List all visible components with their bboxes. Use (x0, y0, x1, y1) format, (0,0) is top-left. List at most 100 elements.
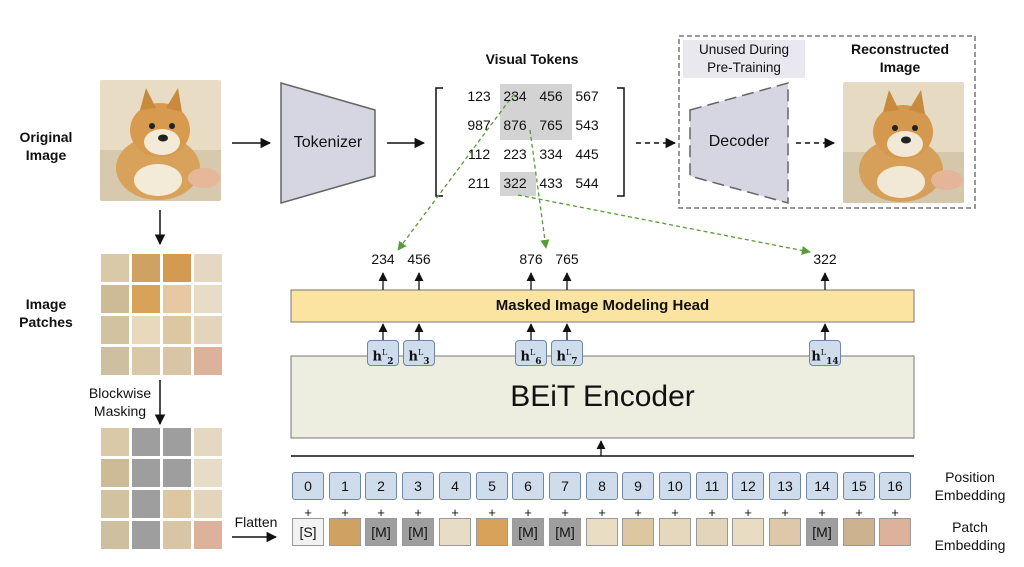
plus-sign: + (855, 505, 863, 520)
original-image (100, 80, 221, 201)
plus-sign: + (524, 505, 532, 520)
patch-embedding (439, 518, 471, 546)
decoder-shape (689, 82, 789, 204)
hidden-state-layer: L (417, 348, 424, 357)
special-token-embedding: [S] (292, 518, 324, 546)
decoder-label: Decoder (708, 133, 770, 150)
plus-sign: + (781, 505, 789, 520)
hidden-state-layer: L (820, 348, 827, 357)
token-highlight-bottom (500, 172, 536, 196)
image-patch (132, 285, 160, 313)
image-patch (194, 459, 222, 487)
image-patch (163, 521, 191, 549)
hidden-state-symbol: h (372, 349, 382, 365)
hidden-state-box: hL7 (551, 340, 583, 367)
image-patch (132, 254, 160, 282)
image-patch (194, 347, 222, 375)
label-image-patches: Image Patches (19, 296, 73, 330)
image-patch (101, 316, 129, 344)
image-patch (101, 428, 129, 456)
plus-sign: + (341, 505, 349, 520)
masked-patch (132, 459, 160, 487)
hidden-state-symbol: h (811, 349, 821, 365)
hidden-state-index: 14 (826, 356, 839, 367)
token-bracket-left (435, 87, 443, 197)
masked-patches-grid (101, 428, 222, 549)
image-patch (101, 347, 129, 375)
image-patch (194, 285, 222, 313)
hidden-state-layer: L (565, 348, 572, 357)
plus-sign: + (561, 505, 569, 520)
position-embedding: 7 (549, 472, 581, 500)
mask-token-embedding: [M] (512, 518, 544, 546)
visual-token: 112 (467, 146, 491, 162)
position-embedding: 5 (476, 472, 508, 500)
patch-embedding (769, 518, 801, 546)
patch-embedding (622, 518, 654, 546)
unused-label-bg (683, 40, 805, 78)
visual-token: 223 (503, 146, 527, 162)
mask-token-embedding: [M] (549, 518, 581, 546)
image-patch (194, 428, 222, 456)
visual-token: 876 (503, 117, 527, 133)
mask-token-embedding: [M] (806, 518, 838, 546)
image-patch (194, 490, 222, 518)
visual-token: 234 (503, 88, 527, 104)
hidden-state-box: hL3 (403, 340, 435, 367)
predicted-token: 876 (519, 251, 543, 267)
label-flatten: Flatten (234, 514, 278, 530)
patch-embedding (586, 518, 618, 546)
reconstructed-image (843, 82, 964, 203)
hidden-state-index: 7 (571, 356, 578, 367)
token-highlight-top (500, 84, 572, 140)
image-patch (101, 285, 129, 313)
predicted-token: 322 (813, 251, 837, 267)
label-original-image: Original Image (19, 129, 73, 163)
image-patch (132, 347, 160, 375)
image-patch (194, 316, 222, 344)
position-embedding: 1 (329, 472, 361, 500)
masked-patch (163, 459, 191, 487)
patch-embedding (879, 518, 911, 546)
label-reconstructed-image: Reconstructed Image (850, 41, 950, 75)
position-embedding: 9 (622, 472, 654, 500)
plus-sign: + (708, 505, 716, 520)
hidden-state-index: 2 (387, 356, 394, 367)
encoder-box (290, 355, 915, 439)
plus-sign: + (891, 505, 899, 520)
predicted-token: 765 (555, 251, 579, 267)
hidden-state-index: 3 (423, 356, 430, 367)
patch-embedding (659, 518, 691, 546)
visual-token: 544 (575, 175, 599, 191)
hidden-state-box: hL2 (367, 340, 399, 367)
patch-embedding (843, 518, 875, 546)
token-bracket-right (617, 87, 625, 197)
plus-sign: + (377, 505, 385, 520)
image-patch (163, 285, 191, 313)
encoder-label: BEiT Encoder (510, 380, 695, 413)
patch-embedding (476, 518, 508, 546)
position-embedding: 0 (292, 472, 324, 500)
predicted-token: 456 (407, 251, 431, 267)
position-embedding: 2 (365, 472, 397, 500)
predicted-token: 234 (371, 251, 395, 267)
unused-pretraining-box (678, 35, 976, 209)
visual-token: 123 (467, 88, 491, 104)
plus-sign: + (818, 505, 826, 520)
masked-patch (132, 490, 160, 518)
tokenizer-shape (280, 82, 376, 204)
green-arrow-322 (517, 194, 811, 255)
green-arrow-876 (529, 129, 550, 249)
hidden-state-symbol: h (408, 349, 418, 365)
plus-sign: + (488, 505, 496, 520)
reconstructed-dog-illustration (843, 82, 964, 203)
position-embedding: 3 (402, 472, 434, 500)
visual-token: 211 (467, 175, 491, 191)
hidden-state-layer: L (381, 348, 388, 357)
position-embedding: 13 (769, 472, 801, 500)
plus-sign: + (744, 505, 752, 520)
green-arrow-234 (397, 93, 515, 251)
image-patch (194, 254, 222, 282)
image-patch (163, 490, 191, 518)
image-patches-grid (101, 254, 222, 375)
